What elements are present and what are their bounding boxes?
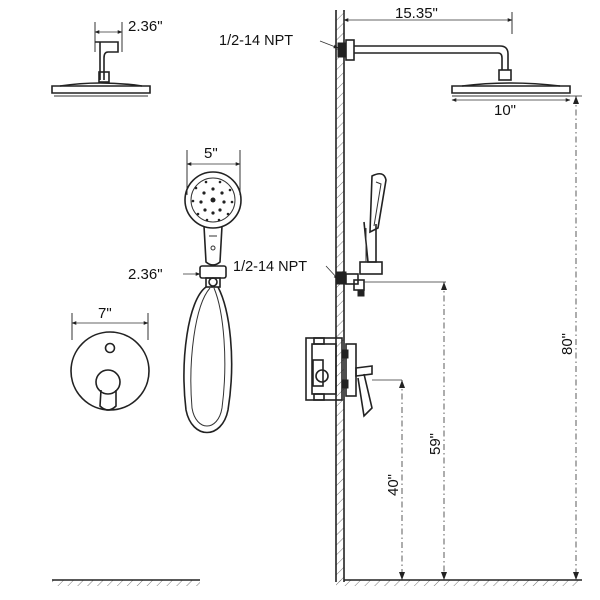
height-shower-head-label: 80": [559, 333, 576, 355]
arm-length-label: 15.35": [395, 5, 438, 22]
shower-arm-side-view: 1/2-14 NPT 15.35" 10": [219, 5, 571, 119]
npt-bottom-label: 1/2-14 NPT: [233, 259, 307, 275]
hand-shower-side-view: [359, 172, 387, 275]
trim-plate-front-view: 7": [70, 305, 150, 411]
spray-nozzles: [191, 180, 234, 222]
lower-outlet-side-view: 1/2-14 NPT: [233, 259, 446, 297]
wall-section: [335, 10, 582, 586]
hand-shower-front-view: 5" 2.36": [128, 145, 242, 434]
height-valve-label: 40": [385, 474, 402, 496]
trim-plate-diameter-label: 7": [98, 305, 112, 322]
height-slide-outlet-label: 59": [427, 433, 444, 455]
shower-head-diameter-label: 10": [494, 102, 516, 119]
arm-projection-label: 2.36": [128, 18, 163, 35]
shower-head-side-view: 2.36": [51, 18, 163, 97]
holder-projection-label: 2.36": [128, 266, 163, 283]
hand-shower-diameter-label: 5": [204, 145, 218, 162]
mixing-valve-side-view: [305, 337, 402, 418]
floor-left: [52, 579, 200, 586]
height-dimensions: 80" 59" 40": [385, 95, 582, 580]
npt-top-label: 1/2-14 NPT: [219, 33, 293, 49]
